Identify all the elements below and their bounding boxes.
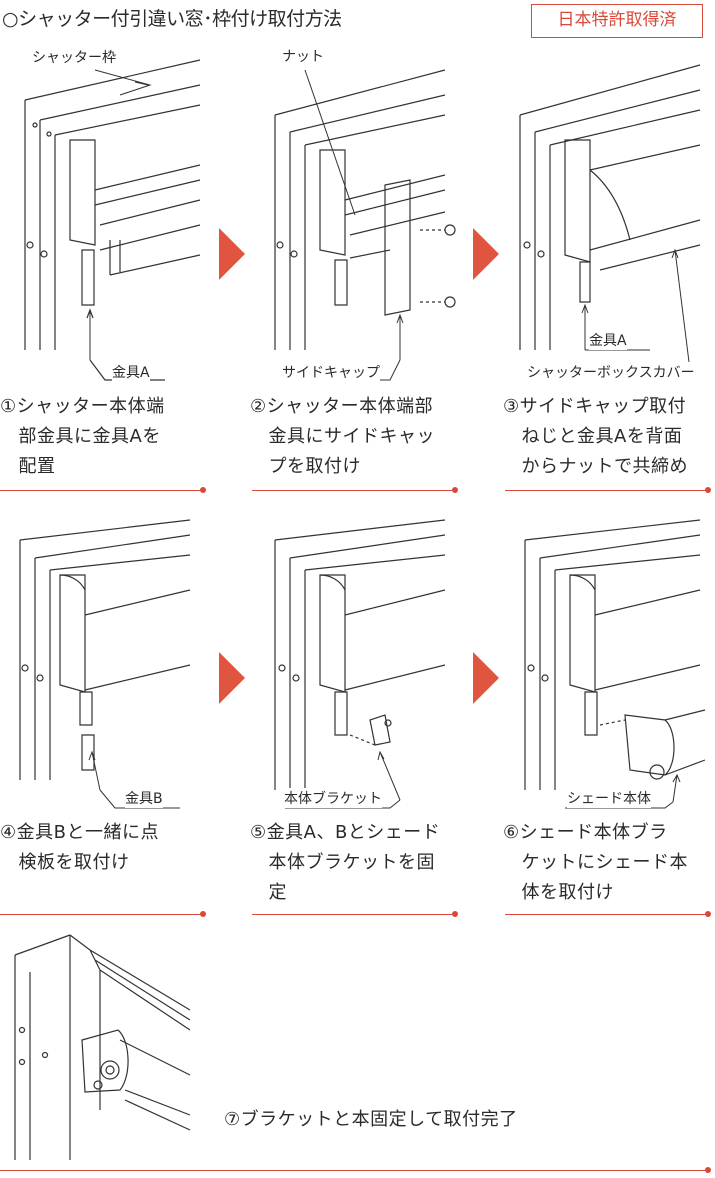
label-bracket-a: 金具A <box>589 330 627 350</box>
step-1-rule <box>0 490 202 491</box>
step-3-rule <box>505 490 707 491</box>
step-4-caption: ④金具Bと一緒に点 検板を取付け <box>0 822 159 873</box>
step-arrow-icon <box>473 228 499 280</box>
label-shutter-frame: シャッター枠 <box>32 47 116 67</box>
step-3-illustration: 金具A シャッターボックスカバー <box>505 40 715 390</box>
step-7-rule-dot <box>705 1167 711 1173</box>
step-1-illustration: シャッター枠 金具A <box>0 40 210 390</box>
step-5-caption: ⑤金具A、Bとシェード 本体ブラケットを固 定 <box>250 822 441 903</box>
step-6-illustration: シェード本体 <box>505 519 715 820</box>
step-4-illustration: 金具B <box>0 519 210 820</box>
step-arrow-icon <box>473 652 499 704</box>
step-1-rule-dot <box>200 487 206 493</box>
step-6-rule-dot <box>705 911 711 917</box>
label-side-cap: サイドキャップ <box>282 362 380 382</box>
step-arrow-icon <box>219 652 245 704</box>
step-1-caption: ①シャッター本体端 部金具に金具Aを 配置 <box>0 396 165 477</box>
step-2-illustration: ナット サイドキャップ <box>250 40 465 390</box>
step-5-rule <box>252 914 454 915</box>
step-7-illustration <box>0 930 210 1165</box>
label-bracket-a: 金具A <box>112 362 150 382</box>
step-7-caption: ⑦ブラケットと本固定して取付完了 <box>224 1109 518 1130</box>
step-3-caption: ③サイドキャップ取付 ねじと金具Aを背面 からナットで共締め <box>503 396 688 477</box>
step-2-rule-dot <box>452 487 458 493</box>
page-title: ○シャッター付引違い窓･枠付け取付方法 <box>2 8 342 30</box>
step-6-rule <box>505 914 707 915</box>
label-shutter-box-cover: シャッターボックスカバー <box>527 362 695 382</box>
label-shade-body: シェード本体 <box>567 788 651 808</box>
step-2-caption: ②シャッター本体端部 金具にサイドキャッ プを取付け <box>250 396 435 477</box>
patent-badge: 日本特許取得済 <box>531 4 703 38</box>
label-nut: ナット <box>282 46 324 66</box>
step-4-rule <box>0 914 202 915</box>
step-6-caption: ⑥シェード本体ブラ ケットにシェード本 体を取付け <box>503 822 688 903</box>
label-bracket-b: 金具B <box>125 788 163 808</box>
step-2-rule <box>252 490 454 491</box>
step-5-illustration: 本体ブラケット <box>250 519 465 820</box>
step-5-rule-dot <box>452 911 458 917</box>
label-body-bracket: 本体ブラケット <box>284 788 382 808</box>
step-7-rule <box>0 1170 705 1171</box>
step-4-rule-dot <box>200 911 206 917</box>
step-arrow-icon <box>219 228 245 280</box>
step-3-rule-dot <box>705 487 711 493</box>
